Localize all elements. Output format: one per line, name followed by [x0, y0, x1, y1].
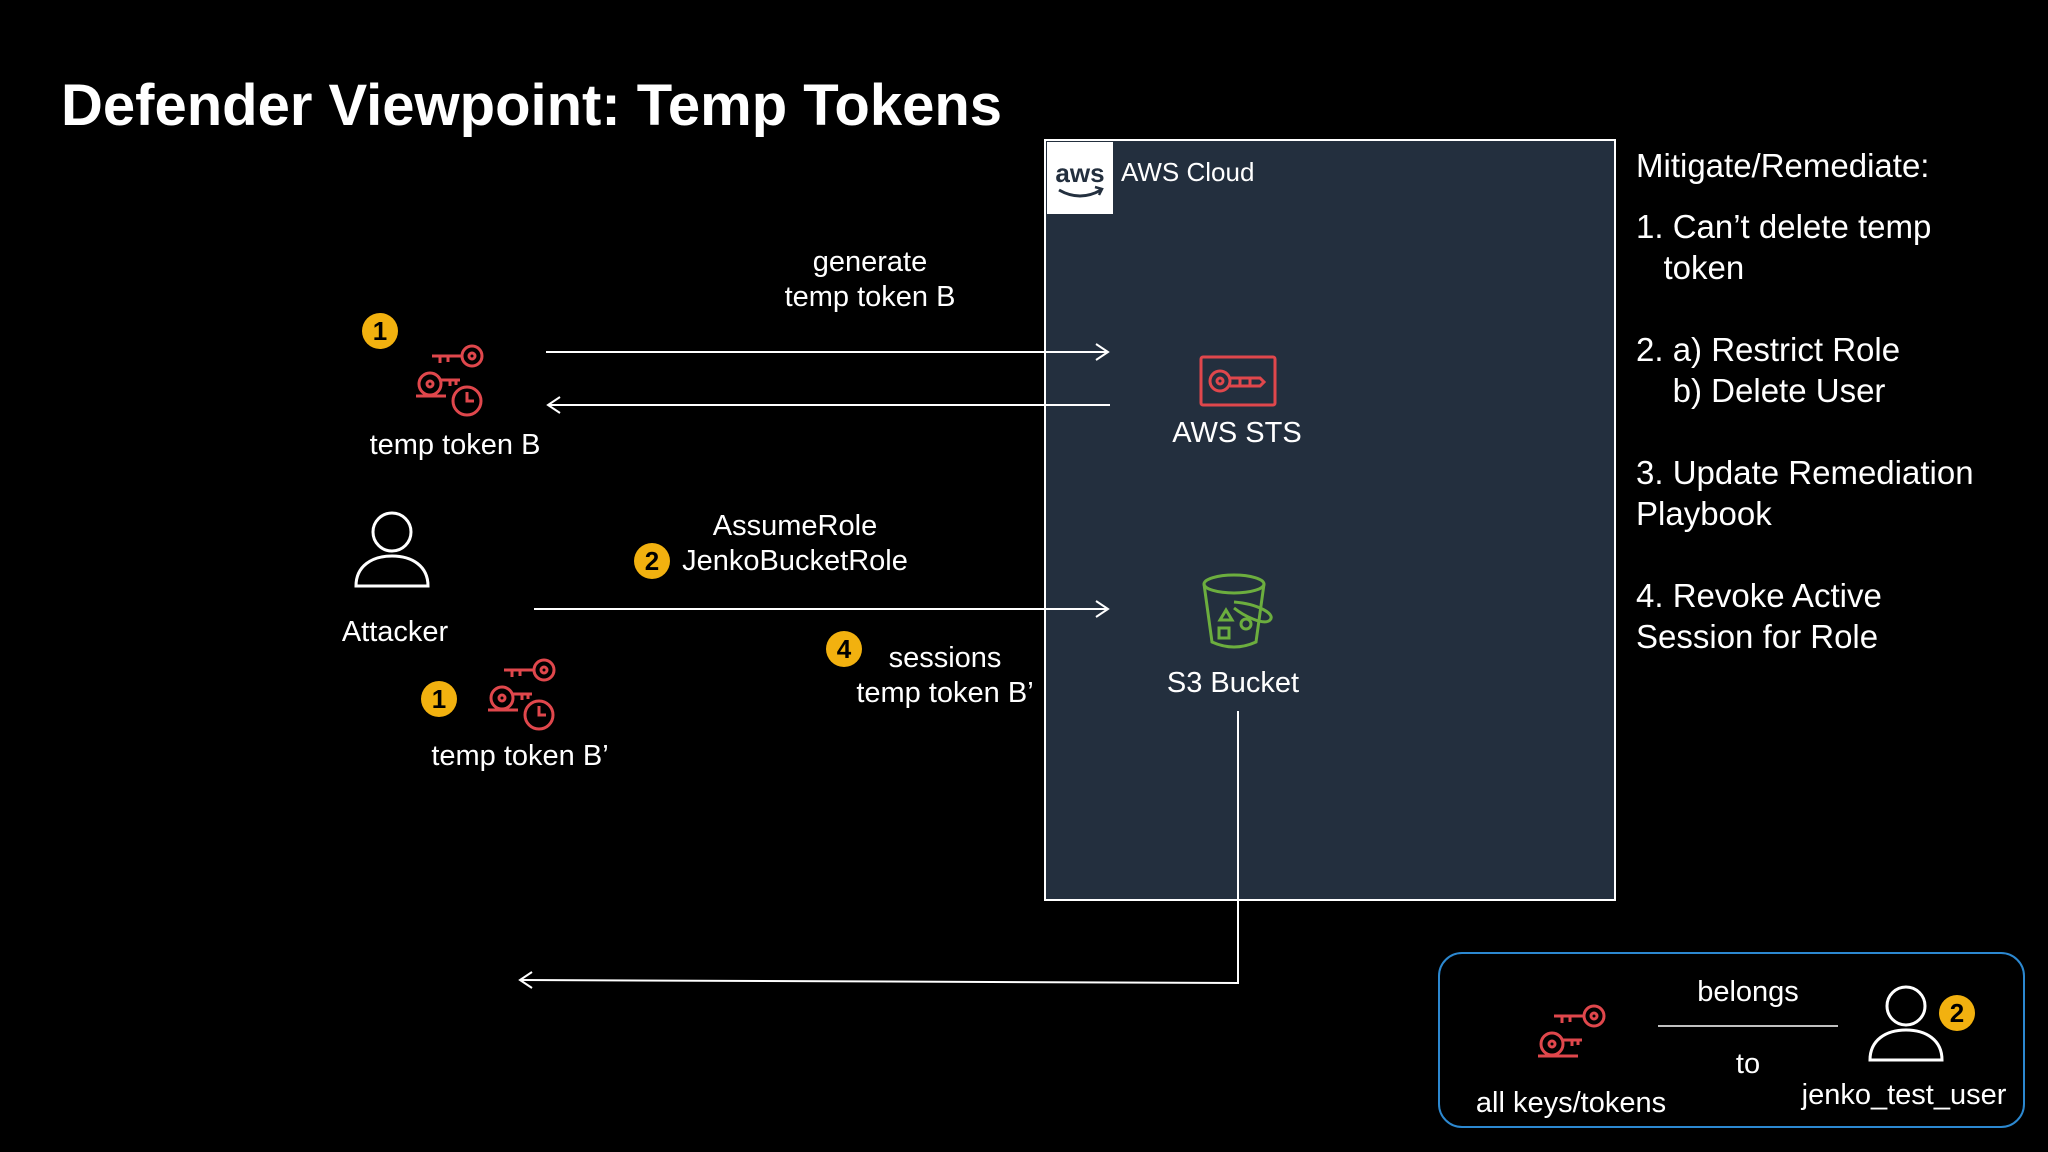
bucket-icon [1202, 573, 1273, 649]
user-icon [354, 511, 430, 588]
attacker-label: Attacker [341, 616, 449, 648]
legend-to-label: to [1735, 1048, 1761, 1080]
remediation-heading: Mitigate/Remediate: [1636, 147, 1930, 184]
user-icon [1868, 985, 1944, 1062]
step-badge: 1 [421, 681, 457, 717]
remediation-item: 3. Update Remediation Playbook [1636, 454, 1974, 532]
legend-user-label: jenko_test_user [1801, 1079, 2007, 1111]
remediation-item: 1. Can’t delete temp token [1636, 208, 1932, 286]
sessions-label-2: temp token B’ [856, 677, 1034, 709]
generate-label-1: generate [812, 246, 928, 278]
step-badge: 1 [362, 313, 398, 349]
remediation-item: 4. Revoke Active Session for Role [1636, 577, 1882, 655]
key-clock-icon [1538, 1004, 1606, 1058]
step-badge: 4 [826, 631, 862, 667]
assume-role-label-2: JenkoBucketRole [682, 545, 908, 577]
legend-keys-label: all keys/tokens [1475, 1087, 1667, 1119]
temp-token-b-prime-label: temp token B’ [431, 740, 609, 772]
sts-label: AWS STS [1172, 417, 1302, 449]
arrow-s3-return [521, 711, 1239, 985]
key-clock-icon [488, 658, 556, 731]
step-badge: 2 [1939, 995, 1975, 1031]
sessions-label-1: sessions [888, 642, 1002, 674]
key-clock-icon [416, 344, 484, 417]
remediation-item: 2. a) Restrict Role b) Delete User [1636, 331, 1901, 409]
svg-text:aws: aws [1055, 158, 1104, 188]
remediation-panel: Mitigate/Remediate: 1. Can’t delete temp… [1636, 145, 2036, 657]
key-card-icon [1199, 355, 1277, 407]
legend-belongs-label: belongs [1697, 976, 1799, 1008]
legend-box [1438, 952, 2025, 1128]
aws-cloud-group [1044, 139, 1616, 901]
temp-token-b-label: temp token B [369, 429, 541, 461]
aws-logo-icon: aws [1047, 142, 1113, 214]
generate-label-2: temp token B [784, 281, 956, 313]
cloud-title: AWS Cloud [1121, 157, 1255, 187]
step-badge: 2 [634, 543, 670, 579]
assume-role-label-1: AssumeRole [712, 510, 878, 542]
page-title: Defender Viewpoint: Temp Tokens [61, 73, 1003, 138]
s3-label: S3 Bucket [1166, 667, 1300, 699]
